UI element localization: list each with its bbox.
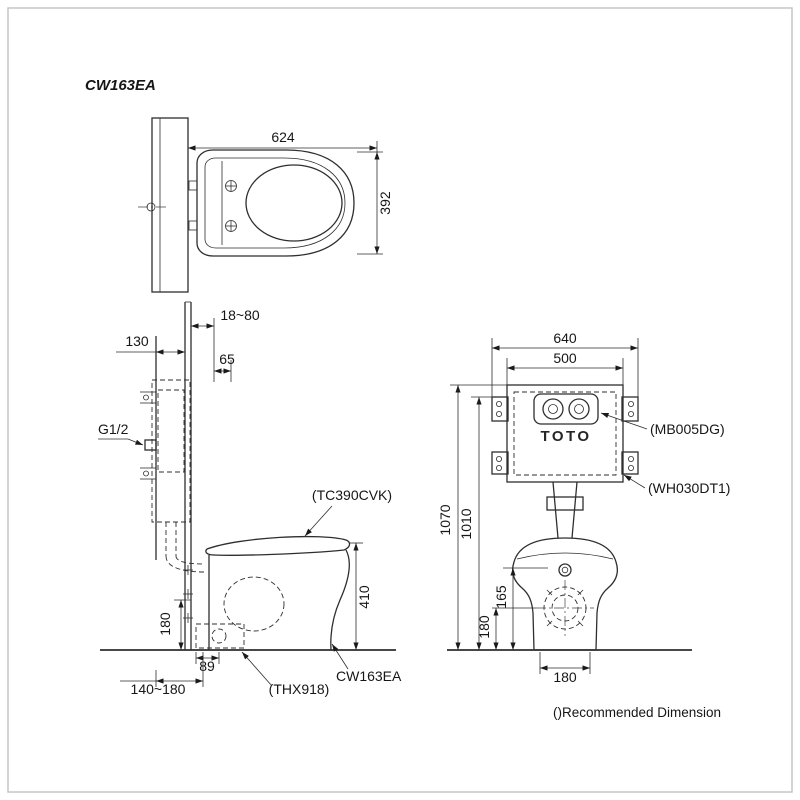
bracket-bolt [628,400,635,407]
hinge-cap-front [558,563,572,577]
flange-tick [577,620,584,627]
dim-seat-depth-label: 392 [377,191,393,215]
seat-opening [245,164,343,242]
seat-lid-front-line [516,552,614,560]
dim-drain-width-label: 180 [553,669,577,685]
dim-wall-thickness-label: 18~80 [220,307,260,323]
dim-tank-height-label: 1010 [458,508,474,539]
bracket-bolt [495,410,502,417]
tank-leader [623,474,646,489]
seat-part-label: (TC390CVK) [312,487,392,503]
brand-logo: TOTO [540,428,591,445]
bowl-model-label: CW163EA [336,668,402,684]
flush-button-right-center [574,404,584,414]
bracket-right-top [621,396,639,422]
dim-outlet-height-label: 180 [157,612,173,636]
dim-frame-width-label: 640 [553,330,577,346]
hinge-cap-front-center [561,566,569,574]
dim-setback-label: 89 [199,658,215,674]
top-view: 624 392 [138,117,393,293]
sheet-border [7,7,793,793]
bracket-right-bottom [621,451,639,475]
push-plate-leader [600,412,648,430]
tank-part-label: (WH030DT1) [648,480,730,496]
dim-frame-height-label: 1070 [437,504,453,535]
plate-fixing-hole [146,202,156,212]
side-view: 18~80 130 65 G1/2 (TC390CVK) [98,301,402,697]
hinge-bolt-top [225,180,237,192]
flush-pipe-bend-outer [165,555,206,573]
concealed-tank-outline [151,379,191,523]
seat-leader-line [304,505,333,537]
seat-side-profile [205,535,351,556]
bracket-bolt [495,455,502,462]
frame-bracket-bottom-bolt [143,470,149,477]
flush-button-left-center [548,404,558,414]
supply-leader-line [127,438,144,446]
push-plate [533,393,599,425]
trapway-hidden-line [223,576,285,632]
bracket-bolt [628,464,635,471]
mounting-plate [151,117,189,293]
outlet-hidden-outline [195,623,245,649]
push-plate-part-label: (MB005DG) [650,421,725,437]
flush-button-left [542,398,564,420]
flange-tick [577,589,584,596]
dim-bowl-height-label: 410 [356,585,372,609]
frame-bracket-top-bolt [143,394,149,401]
drawing-title: CW163EA [85,77,156,94]
bowl-model-leader [331,643,349,670]
dim-frame-depth-label: 130 [125,333,149,349]
hose-part-label: (THX918) [269,681,330,697]
bracket-bolt [628,455,635,462]
bracket-left-top [491,396,509,422]
pipe-collar [546,496,584,511]
dim-offset-label: 65 [219,351,235,367]
dim-tank-width-label: 500 [553,350,577,366]
supply-thread-label: G1/2 [98,421,129,437]
dim-range-label: 140~180 [131,681,186,697]
hinge-bolt-bottom [225,220,237,232]
dim-drain-height-label: 180 [476,615,492,639]
hinge-mount-left-top [188,180,198,191]
flange-tick [546,589,553,596]
concealed-tank-inner [157,389,185,473]
bracket-bolt [495,464,502,471]
flush-button-right [568,398,590,420]
bowl-front-outline [511,537,619,651]
bowl-front-profile [330,549,350,651]
tank-front-outline [506,384,624,483]
bracket-bolt [495,400,502,407]
flange-tick [546,620,553,627]
dim-supply-height-label: 165 [493,585,509,609]
outlet-hidden-circle [211,628,227,644]
bracket-bolt [628,410,635,417]
recommended-dimension-note: ()Recommended Dimension [553,705,721,720]
hose-leader-line [241,651,273,687]
bracket-left-bottom [491,451,509,475]
dim-seat-length-label: 624 [271,129,295,145]
seat-lid-inner-contour [204,157,346,249]
seat-lid-outline [196,149,355,257]
flush-pipe-bend-inner [175,555,206,565]
water-supply-fitting [144,439,157,451]
tank-inner-hidden [513,391,617,476]
panel-fixing-marks [183,565,193,623]
front-view: 640 500 TOTO (MB005DG) (WH030DT1) [437,330,730,685]
hinge-mount-left-bottom [188,220,198,231]
